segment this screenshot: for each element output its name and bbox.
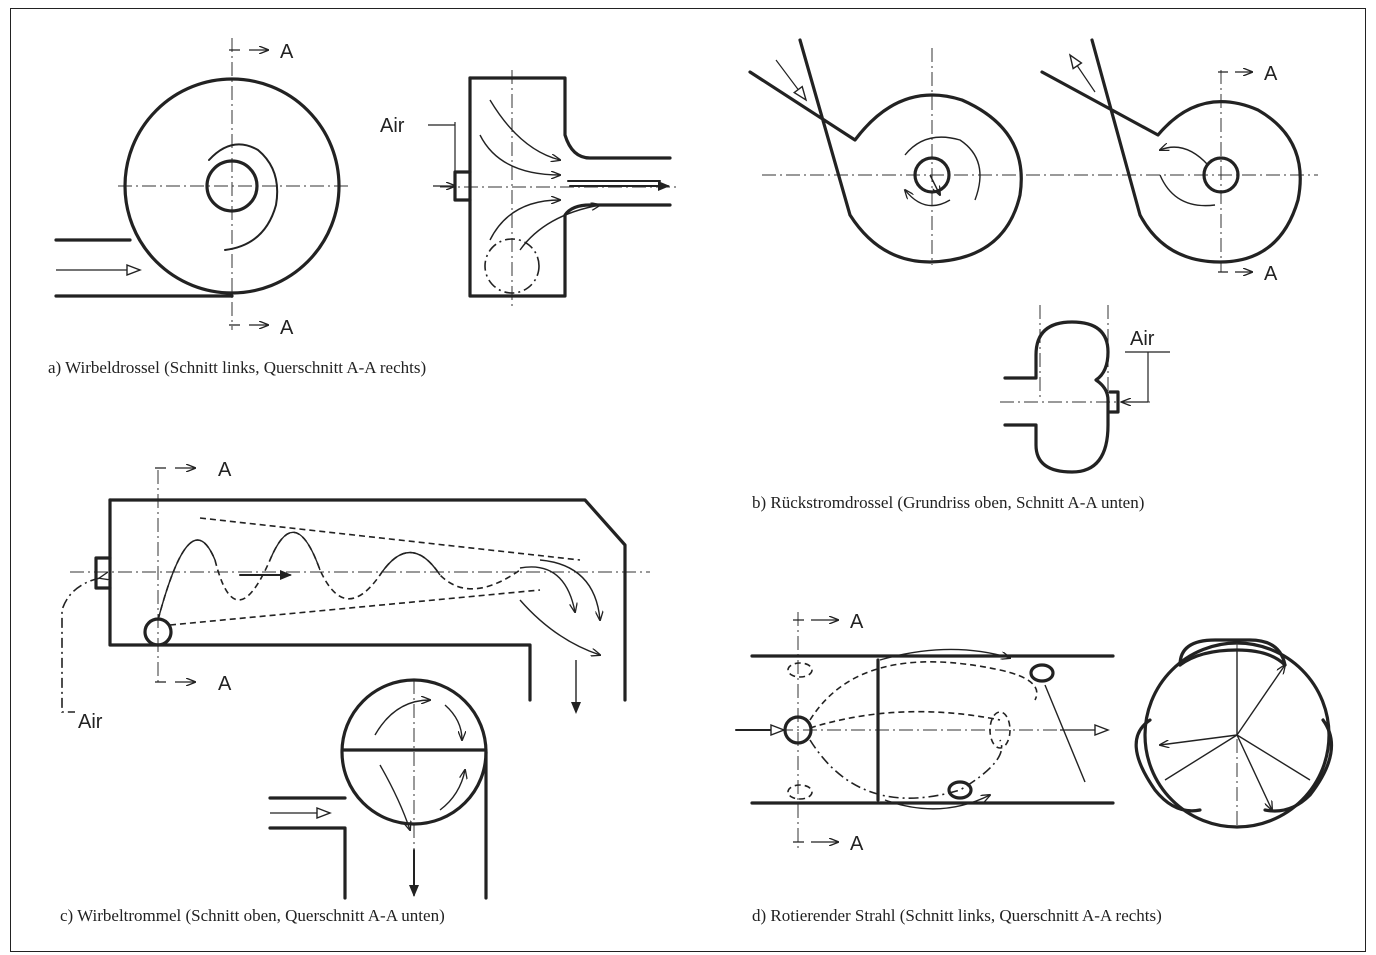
air-label-a: Air (380, 115, 405, 137)
section-label-b-top: A (1264, 63, 1278, 85)
caption-a: a) Wirbeldrossel (Schnitt links, Quersch… (48, 358, 427, 377)
section-label-a-top: A (280, 41, 294, 63)
outlet-circle (205, 159, 259, 213)
section-label-a-bottom: A (280, 317, 294, 339)
panel-c-vortex-drum: A A Air (61, 459, 650, 900)
air-label-c: Air (78, 711, 103, 733)
section-label-d-bottom: A (850, 833, 864, 855)
section-label-c-top: A (218, 459, 232, 481)
caption-d: d) Rotierender Strahl (Schnitt links, Qu… (752, 906, 1162, 925)
figure-frame (10, 8, 1366, 952)
section-label-c-bottom: A (218, 673, 232, 695)
panel-d-rotating-jet: A A (735, 611, 1334, 855)
air-label-b: Air (1130, 328, 1155, 350)
section-label-b-bottom: A (1264, 263, 1278, 285)
section-label-d-top: A (850, 611, 864, 633)
vortex-chamber (123, 77, 341, 295)
panel-a-vortex-throttle: A A Air (54, 38, 676, 339)
caption-c: c) Wirbeltrommel (Schnitt oben, Querschn… (60, 906, 445, 925)
caption-b: b) Rückstromdrossel (Grundriss oben, Sch… (752, 493, 1145, 512)
panel-b-backflow-throttle: A A Air (748, 38, 1318, 474)
